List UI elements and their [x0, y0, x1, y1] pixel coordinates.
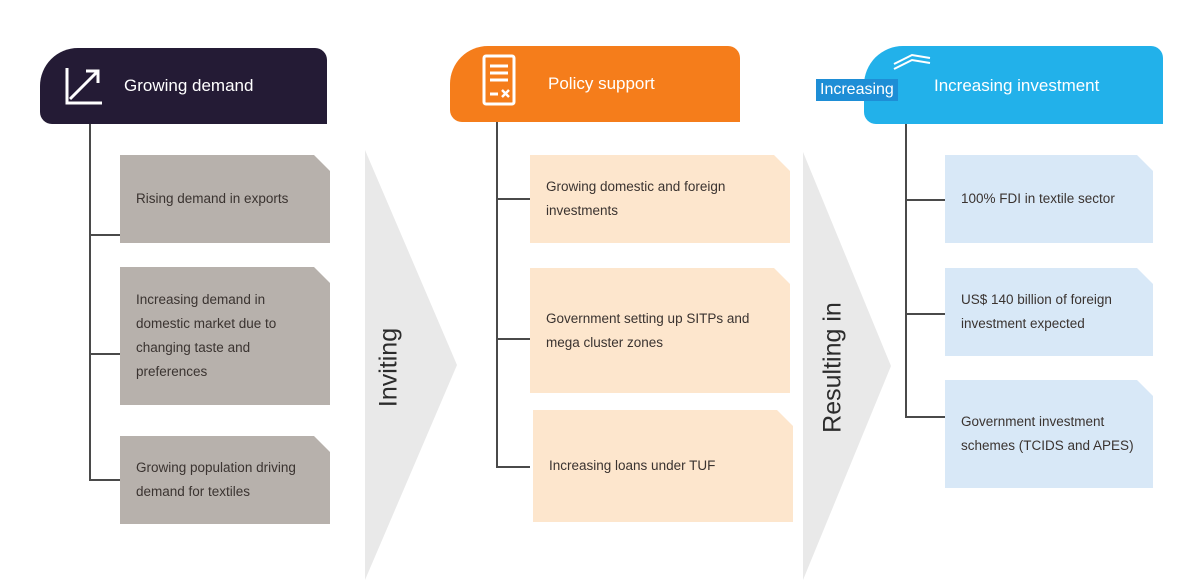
- list-item: Growing population driving demand for te…: [120, 436, 330, 524]
- chart-trend-icon: [64, 66, 104, 111]
- tree-line: [496, 466, 530, 468]
- tree-line: [89, 124, 91, 480]
- overlay-label: Increasing: [816, 79, 898, 101]
- header-title: Increasing investment: [934, 76, 1100, 95]
- document-icon: [482, 54, 516, 111]
- tree-line: [905, 199, 945, 201]
- list-item: Government investment schemes (TCIDS and…: [945, 380, 1153, 488]
- list-item: Growing domestic and foreign investments: [530, 155, 790, 243]
- header-title: Growing demand: [124, 76, 254, 95]
- item-text: Rising demand in exports: [136, 191, 289, 206]
- tree-line: [89, 479, 120, 481]
- list-item: US$ 140 billion of foreign investment ex…: [945, 268, 1153, 356]
- header-title: Policy support: [548, 74, 655, 93]
- tree-line: [89, 353, 120, 355]
- list-item: 100% FDI in textile sector: [945, 155, 1153, 243]
- money-icon: [892, 52, 932, 81]
- tree-line: [905, 313, 945, 315]
- tree-line: [905, 124, 907, 418]
- tree-line: [496, 198, 530, 200]
- item-text: Growing population driving demand for te…: [136, 460, 296, 499]
- item-text: Increasing demand in domestic market due…: [136, 292, 277, 379]
- connector-label: Resulting in: [818, 302, 847, 433]
- item-text: US$ 140 billion of foreign investment ex…: [961, 292, 1112, 331]
- item-text: Government investment schemes (TCIDS and…: [961, 414, 1134, 453]
- header-policy-support: Policy support: [450, 46, 740, 122]
- list-item: Government setting up SITPs and mega clu…: [530, 268, 790, 393]
- tree-line: [905, 416, 945, 418]
- tree-line: [496, 122, 498, 468]
- list-item: Increasing demand in domestic market due…: [120, 267, 330, 405]
- arrow-resulting-in: [803, 152, 891, 580]
- arrow-inviting: [365, 150, 457, 580]
- list-item: Rising demand in exports: [120, 155, 330, 243]
- item-text: Increasing loans under TUF: [549, 458, 716, 473]
- item-text: Government setting up SITPs and mega clu…: [546, 310, 750, 350]
- tree-line: [89, 234, 120, 236]
- tree-line: [496, 338, 530, 340]
- header-growing-demand: Growing demand: [40, 48, 327, 124]
- connector-label: Inviting: [374, 327, 403, 408]
- list-item: Increasing loans under TUF: [533, 410, 793, 522]
- item-text: Growing domestic and foreign investments: [546, 179, 726, 218]
- item-text: 100% FDI in textile sector: [961, 191, 1115, 206]
- header-increasing-investment: Increasing investment: [864, 46, 1163, 124]
